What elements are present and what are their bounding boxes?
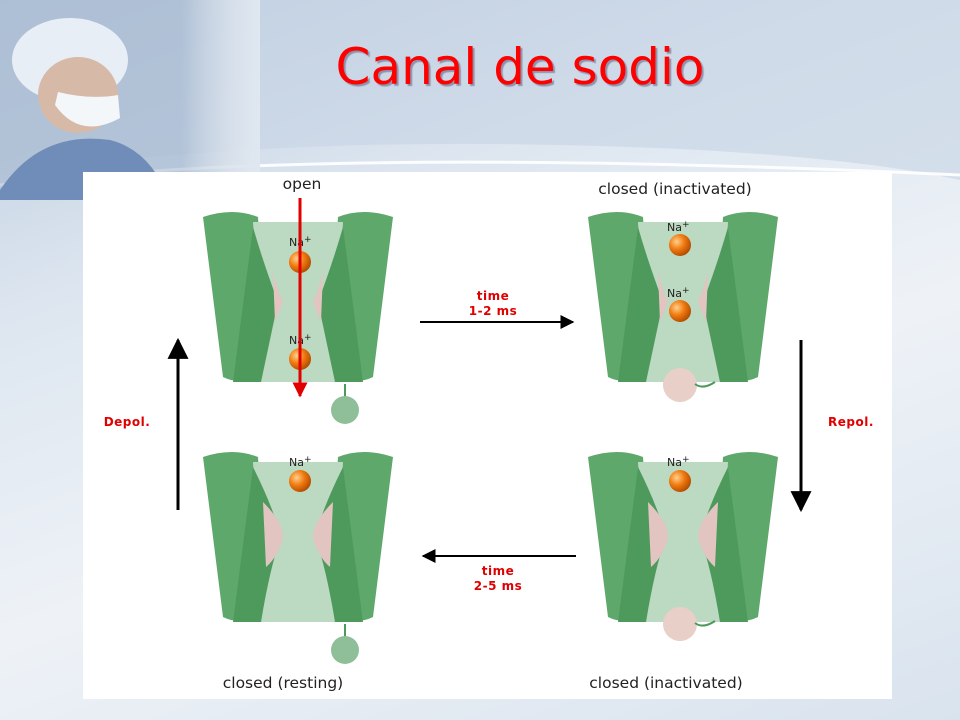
sodium-channel-diagram: Na+ Na+ Na+ Na+ Na+ Na+ open closed (ina… bbox=[83, 172, 892, 699]
sodium-ion bbox=[669, 300, 691, 322]
surgeon-photo bbox=[0, 0, 260, 200]
transition-label-depol: Depol. bbox=[104, 415, 151, 429]
state-label-inactivated-top: closed (inactivated) bbox=[598, 180, 751, 198]
channel-inactivated-bottom bbox=[588, 452, 778, 641]
ion-label: Na+ bbox=[667, 455, 690, 469]
sodium-ion bbox=[669, 234, 691, 256]
transition-label-bottom-duration: 2-5 ms bbox=[474, 579, 523, 593]
channel-open bbox=[203, 212, 393, 424]
diagram-canvas: Na+ Na+ Na+ Na+ Na+ Na+ open closed (ina… bbox=[104, 175, 874, 692]
state-label-inactivated-bottom: closed (inactivated) bbox=[589, 674, 742, 692]
ion-label: Na+ bbox=[667, 220, 690, 234]
state-label-resting: closed (resting) bbox=[223, 674, 343, 692]
transition-label-repol: Repol. bbox=[828, 415, 874, 429]
ion-label: Na+ bbox=[289, 455, 312, 469]
slide-title: Canal de sodio bbox=[335, 38, 705, 96]
state-label-open: open bbox=[283, 175, 322, 193]
transition-label-top-time: time bbox=[477, 289, 510, 303]
sodium-ion bbox=[289, 470, 311, 492]
transition-label-top-duration: 1-2 ms bbox=[469, 304, 518, 318]
ion-label: Na+ bbox=[667, 286, 690, 300]
channel-resting bbox=[203, 452, 393, 664]
sodium-ion bbox=[669, 470, 691, 492]
transition-label-bottom-time: time bbox=[482, 564, 515, 578]
